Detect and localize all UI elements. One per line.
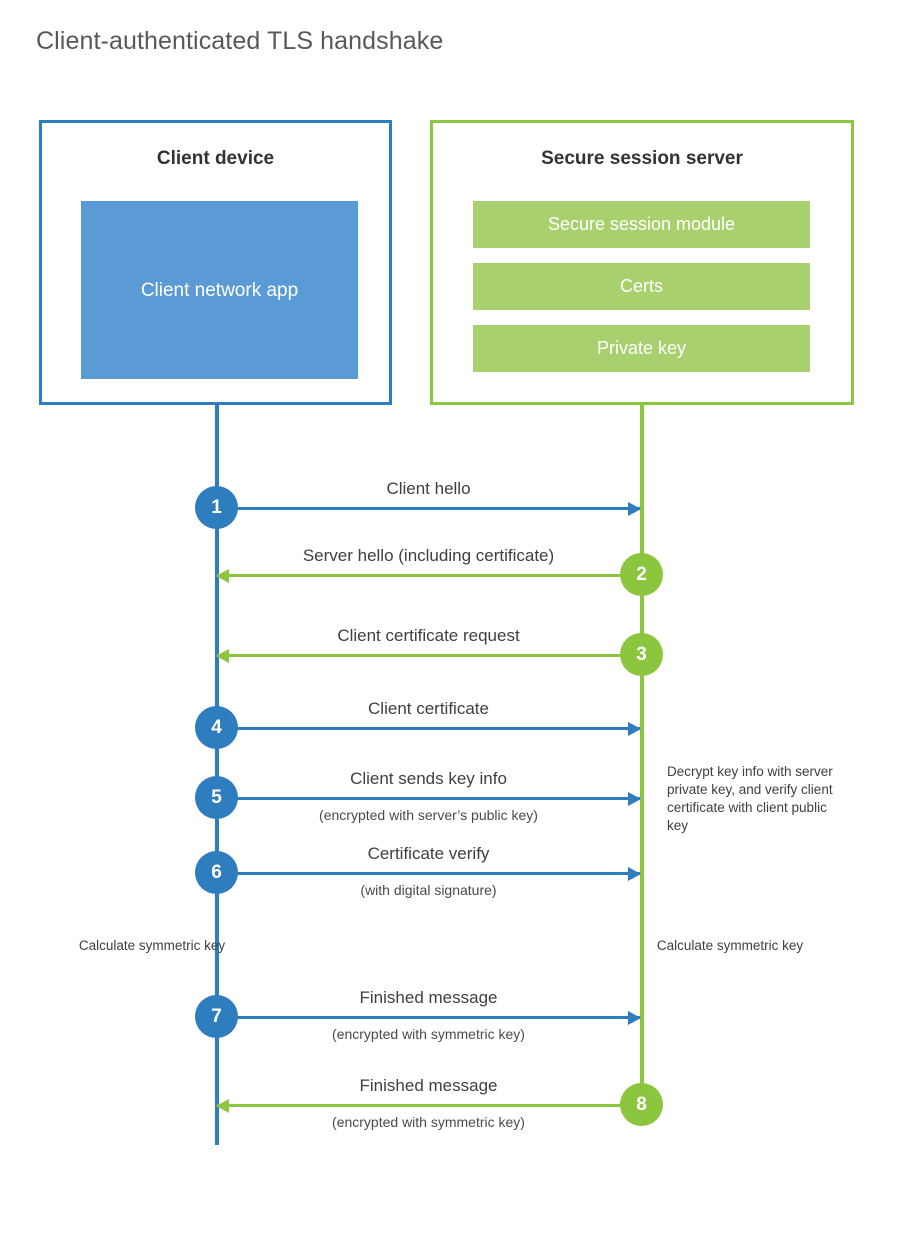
arrow-head-right-4	[628, 721, 641, 736]
message-label-3: Client certificate request	[337, 626, 520, 645]
message-line-7	[217, 1016, 640, 1019]
server-component-certs: Certs	[473, 263, 810, 310]
arrow-head-right-1	[628, 501, 641, 516]
step-marker-7[interactable]: 7	[195, 995, 238, 1038]
step-marker-2[interactable]: 2	[620, 553, 663, 596]
secure-session-server-box: Secure session server Secure session mod…	[430, 120, 854, 405]
secure-session-server-title: Secure session server	[541, 148, 743, 169]
message-line-4	[217, 727, 640, 730]
step-marker-1[interactable]: 1	[195, 486, 238, 529]
arrow-head-right-5	[628, 791, 641, 806]
client-lifeline	[215, 405, 219, 1145]
message-line-6	[217, 872, 640, 875]
step-marker-8[interactable]: 8	[620, 1083, 663, 1126]
arrow-head-right-7	[628, 1010, 641, 1025]
message-line-1	[217, 507, 640, 510]
message-sublabel-5: (encrypted with server’s public key)	[319, 807, 538, 823]
message-label-7: Finished message	[359, 988, 498, 1007]
client-network-app-block: Client network app	[81, 201, 358, 379]
page-title: Client-authenticated TLS handshake	[36, 27, 444, 55]
message-label-5: Client sends key info	[350, 769, 507, 788]
note-decrypt-key-info: Decrypt key info with server private key…	[667, 764, 833, 833]
step-marker-3[interactable]: 3	[620, 633, 663, 676]
client-device-title: Client device	[156, 148, 275, 169]
server-lifeline	[640, 405, 644, 1105]
message-label-6: Certificate verify	[367, 844, 490, 863]
message-sublabel-8: (encrypted with symmetric key)	[332, 1114, 525, 1130]
arrow-head-left-8	[216, 1098, 229, 1113]
server-component-private-key: Private key	[473, 325, 810, 372]
arrow-head-left-3	[216, 648, 229, 663]
server-component-secure-session-module: Secure session module	[473, 201, 810, 248]
note-calculate-symmetric-key-client: Calculate symmetric key	[78, 938, 226, 953]
client-device-box: Client device Client network app	[39, 120, 392, 405]
note-calculate-symmetric-key-server: Calculate symmetric key	[656, 938, 804, 953]
step-marker-4[interactable]: 4	[195, 706, 238, 749]
arrow-head-right-6	[628, 866, 641, 881]
message-line-8	[217, 1104, 640, 1107]
message-line-2	[217, 574, 640, 577]
step-marker-6[interactable]: 6	[195, 851, 238, 894]
message-sublabel-7: (encrypted with symmetric key)	[332, 1026, 525, 1042]
message-label-2: Server hello (including certificate)	[302, 546, 555, 565]
message-label-8: Finished message	[359, 1076, 498, 1095]
message-label-1: Client hello	[386, 479, 471, 498]
message-sublabel-6: (with digital signature)	[360, 882, 497, 898]
message-line-5	[217, 797, 640, 800]
arrow-head-left-2	[216, 568, 229, 583]
message-line-3	[217, 654, 640, 657]
step-marker-5[interactable]: 5	[195, 776, 238, 819]
message-label-4: Client certificate	[368, 699, 489, 718]
